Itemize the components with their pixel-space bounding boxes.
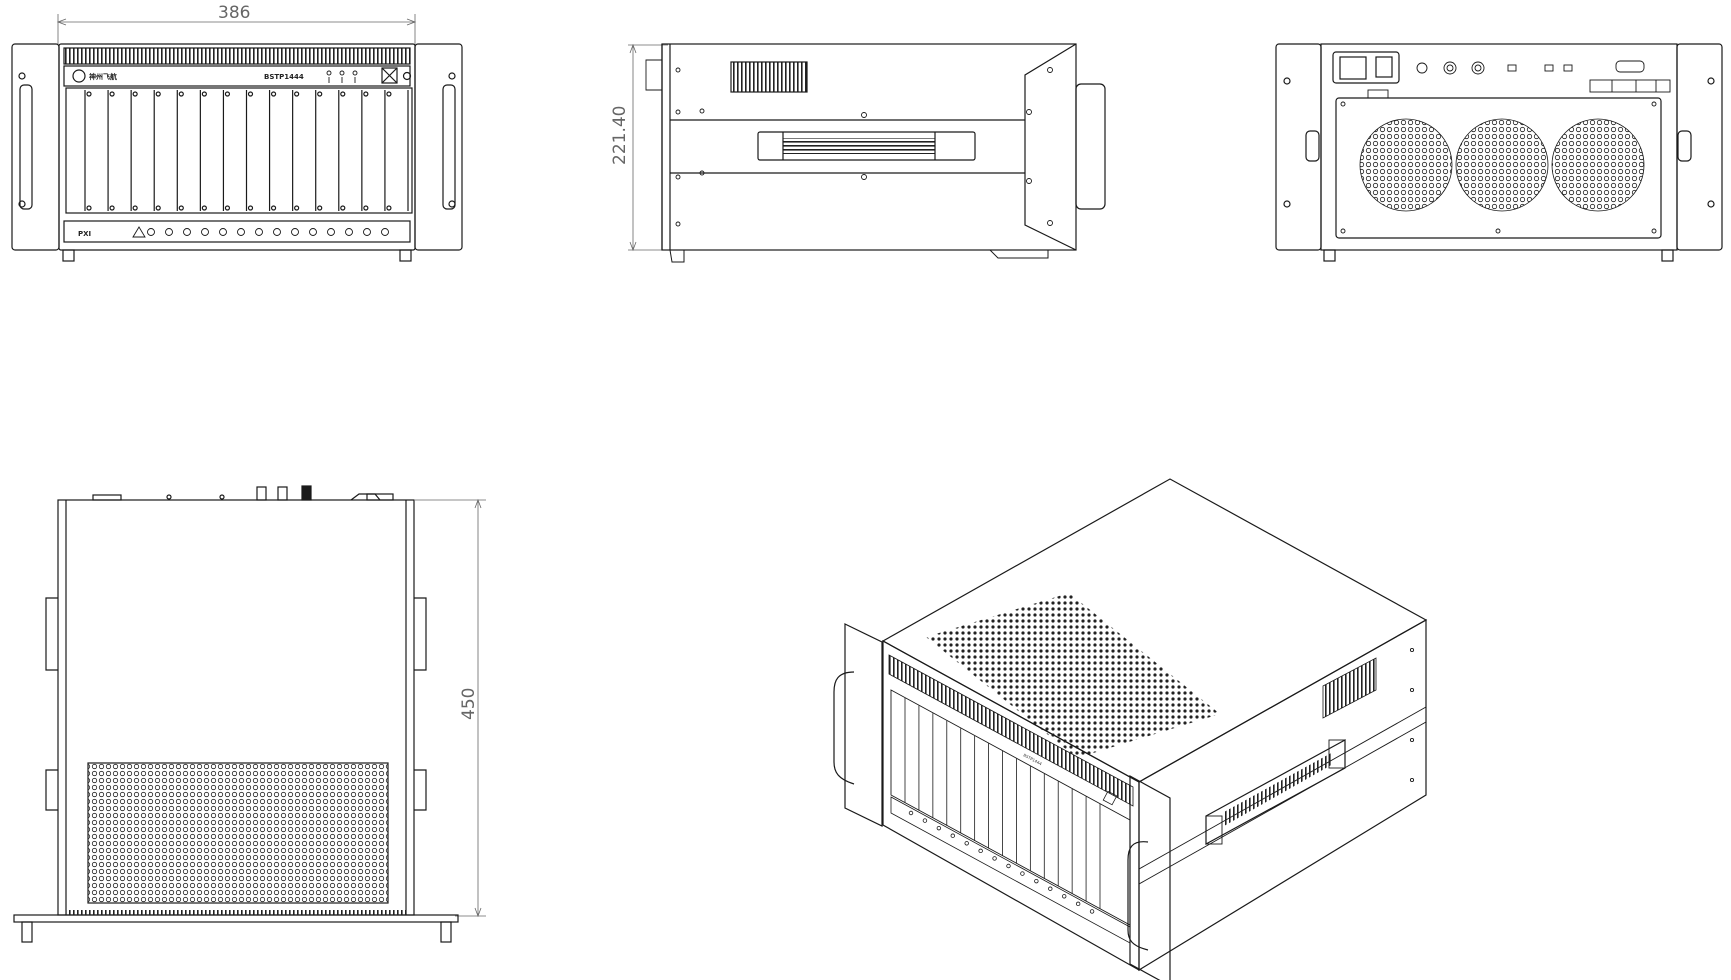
slot-screw-bottom	[270, 205, 277, 211]
rear-chassis	[1320, 43, 1678, 251]
front-slot-marker	[345, 228, 353, 236]
iso-slot-marker	[950, 833, 955, 838]
iso-left-ear	[844, 623, 883, 827]
front-slot-marker	[273, 228, 281, 236]
slot-screw-bottom	[294, 205, 300, 211]
slot-screw-top	[201, 91, 207, 97]
side-view: 221.40	[610, 43, 1106, 263]
slot-screw-bottom	[340, 205, 346, 211]
rear-left-ear	[1275, 43, 1322, 251]
iso-slot-marker	[1006, 863, 1011, 869]
fan-grille	[1455, 118, 1549, 212]
iso-slot-marker	[922, 818, 928, 823]
height-dimension-label: 221.40	[610, 106, 630, 165]
rear-fans	[1359, 118, 1645, 212]
front-slot-marker	[255, 228, 263, 236]
fan-grille	[1551, 118, 1645, 212]
front-slot-marker	[201, 228, 209, 236]
side-handle	[757, 131, 976, 161]
slot-screw-top	[270, 91, 277, 97]
side-pull-handle	[1075, 83, 1106, 210]
iso-top-vent	[926, 593, 1220, 758]
front-card-bay	[65, 87, 413, 214]
front-slot-marker	[147, 228, 155, 236]
height-dimension-line	[628, 43, 668, 252]
front-slot-marker	[291, 228, 299, 236]
rear-view	[1275, 43, 1723, 262]
iso-slot-marker	[1020, 871, 1025, 876]
slot-screw-bottom	[386, 205, 392, 211]
front-slot-marker	[183, 228, 191, 236]
front-slot-marker	[237, 228, 245, 236]
slot-screw-top	[109, 91, 115, 97]
iso-slot-marker	[992, 856, 997, 861]
width-dimension-line	[56, 14, 417, 45]
iso-slot-marker	[936, 825, 942, 831]
iso-right-face	[1138, 618, 1427, 972]
fan-grille	[1359, 118, 1453, 212]
top-view: 450	[13, 485, 486, 943]
slot-screw-top	[317, 91, 323, 97]
slot-screw-top	[224, 91, 231, 97]
rear-right-ear	[1676, 43, 1723, 251]
front-pxi-logo: PXI	[78, 230, 91, 238]
front-slot-marker	[219, 228, 227, 236]
rear-fan-panel	[1335, 97, 1662, 239]
slot-screw-top	[340, 91, 346, 97]
front-slot-marker	[381, 228, 389, 236]
front-chassis	[58, 43, 416, 251]
slot-screw-bottom	[247, 205, 254, 211]
front-slot-dividers	[84, 90, 409, 211]
front-slot-marker	[363, 228, 371, 236]
iso-slot-marker	[1048, 886, 1053, 891]
iso-slot-marker	[1089, 909, 1095, 914]
slot-screw-top	[86, 91, 92, 97]
right-handle	[442, 84, 456, 210]
depth-dimension-label: 450	[459, 688, 479, 720]
front-slot-marker	[165, 228, 173, 236]
iso-slot-marker	[1062, 894, 1067, 899]
front-brand-mark: 神州飞航	[89, 72, 117, 81]
slot-screw-bottom	[86, 205, 92, 211]
iso-slot-marker	[978, 848, 983, 854]
power-inlet	[1332, 51, 1400, 84]
depth-dimension-line	[415, 498, 486, 918]
slot-screw-top	[294, 91, 300, 97]
slot-screw-bottom	[132, 205, 138, 211]
slot-screw-bottom	[109, 205, 115, 211]
front-close-box	[381, 67, 398, 84]
top-vent-grid	[87, 762, 389, 904]
slot-screw-bottom	[363, 205, 369, 211]
slot-screw-top	[247, 91, 254, 97]
front-slot-marker	[327, 228, 335, 236]
iso-slot-marker	[1075, 901, 1081, 907]
slot-screw-bottom	[201, 205, 207, 211]
slot-screw-bottom	[224, 205, 231, 211]
front-slot-marker	[309, 228, 317, 236]
slot-screw-top	[132, 91, 138, 97]
slot-screw-bottom	[155, 205, 161, 211]
iso-slot-marker	[908, 810, 914, 816]
iso-slot-marker	[1034, 878, 1039, 884]
isometric-view: BSTP1444	[833, 478, 1428, 980]
left-handle	[19, 84, 33, 210]
width-dimension-label: 386	[218, 3, 250, 23]
side-vent	[730, 61, 808, 93]
iso-slot-dividers	[904, 698, 1101, 914]
slot-screw-top	[386, 91, 392, 97]
power-icon	[402, 71, 412, 81]
slot-screw-bottom	[178, 205, 184, 211]
slot-screw-top	[363, 91, 369, 97]
front-slot-markers	[147, 228, 389, 236]
front-view: 386 神州飞航 BSTP1444 PXI	[11, 3, 463, 262]
front-model-label: BSTP1444	[264, 73, 304, 81]
slot-screw-top	[178, 91, 184, 97]
iso-slot-marker	[964, 841, 969, 846]
slot-screw-bottom	[317, 205, 323, 211]
slot-screw-top	[155, 91, 161, 97]
